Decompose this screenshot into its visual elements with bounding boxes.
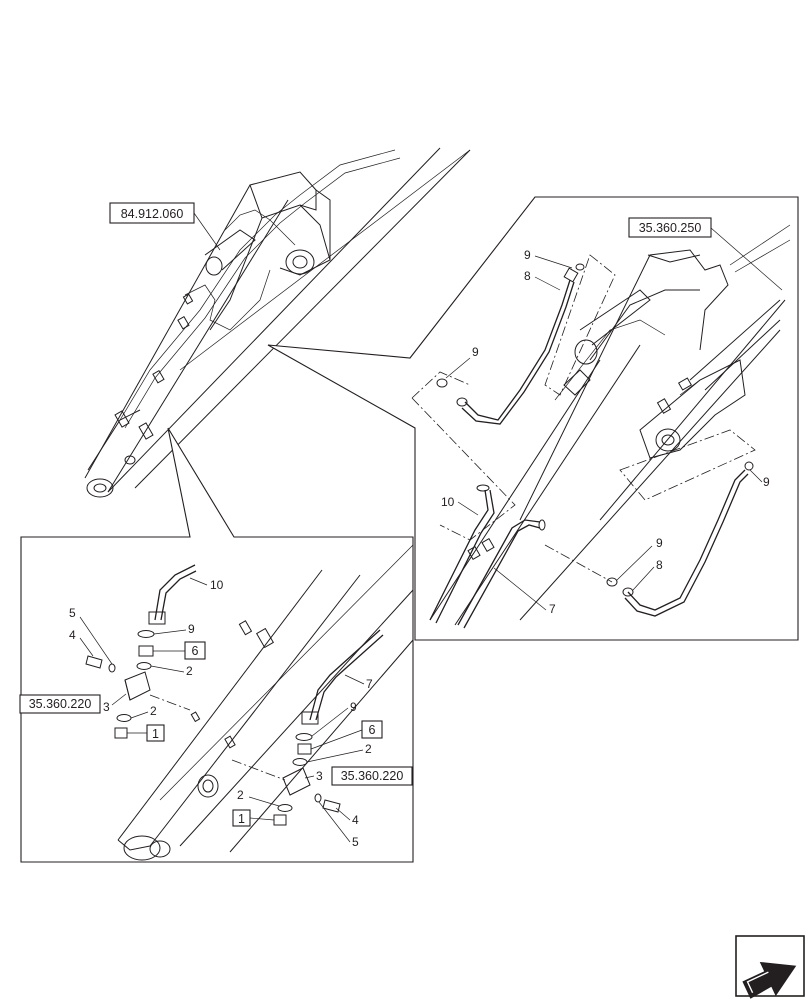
next-page-arrow-icon[interactable] — [735, 935, 805, 1000]
callout-1-right[interactable]: 1 — [232, 809, 251, 827]
callout-9-bottom: 9 — [656, 536, 663, 550]
ref-left-block[interactable]: 35.360.220 — [19, 694, 101, 714]
callout-9-right: 9 — [763, 475, 770, 489]
svg-text:6: 6 — [369, 723, 376, 737]
ref-right-detail[interactable]: 35.360.250 — [628, 217, 712, 238]
svg-text:35.360.220: 35.360.220 — [29, 697, 92, 711]
callout-9-left-frame: 9 — [188, 622, 195, 636]
left-detail-frame — [20, 427, 414, 863]
main-arm-drawing — [84, 147, 471, 498]
callout-9-left: 9 — [472, 345, 479, 359]
callout-10-left: 10 — [210, 578, 224, 592]
callout-10-right: 10 — [441, 495, 455, 509]
svg-text:84.912.060: 84.912.060 — [121, 207, 184, 221]
callout-9-top: 9 — [524, 248, 531, 262]
callout-3-right: 3 — [316, 769, 323, 783]
svg-text:6: 6 — [192, 644, 199, 658]
callout-4-right: 4 — [352, 813, 359, 827]
left-detail-drawing — [85, 544, 414, 861]
svg-text:1: 1 — [238, 812, 245, 826]
callout-9-left-frame-right: 9 — [350, 700, 357, 714]
callout-1-left[interactable]: 1 — [146, 724, 165, 742]
right-detail-drawing — [411, 224, 791, 629]
callout-5-left: 5 — [69, 606, 76, 620]
svg-text:35.360.250: 35.360.250 — [639, 221, 702, 235]
callout-4-left: 4 — [69, 628, 76, 642]
callout-6-right[interactable]: 6 — [361, 720, 383, 739]
callout-2-left-upper: 2 — [186, 664, 193, 678]
callout-6-left[interactable]: 6 — [184, 641, 206, 660]
left-callouts: 10 5 4 9 6 2 3 2 1 7 9 6 2 — [69, 577, 383, 849]
ref-main-arm-leader — [193, 212, 221, 251]
callout-3-left: 3 — [103, 700, 110, 714]
ref-main-arm[interactable]: 84.912.060 — [109, 202, 195, 224]
callout-8-top: 8 — [524, 269, 531, 283]
callout-2-left-lower: 2 — [150, 704, 157, 718]
callout-2-right-upper: 2 — [365, 742, 372, 756]
right-callouts: 9 8 9 9 10 9 8 7 — [441, 248, 770, 616]
callout-8-bottom: 8 — [656, 558, 663, 572]
right-detail-frame — [267, 196, 799, 641]
svg-text:35.360.220: 35.360.220 — [341, 769, 404, 783]
ref-right-detail-leader — [710, 227, 783, 291]
callout-7-right: 7 — [549, 602, 556, 616]
callout-5-right: 5 — [352, 835, 359, 849]
ref-right-block[interactable]: 35.360.220 — [331, 766, 413, 786]
callout-2-right-lower: 2 — [237, 788, 244, 802]
svg-text:1: 1 — [152, 727, 159, 741]
callout-7-left-frame: 7 — [366, 677, 373, 691]
